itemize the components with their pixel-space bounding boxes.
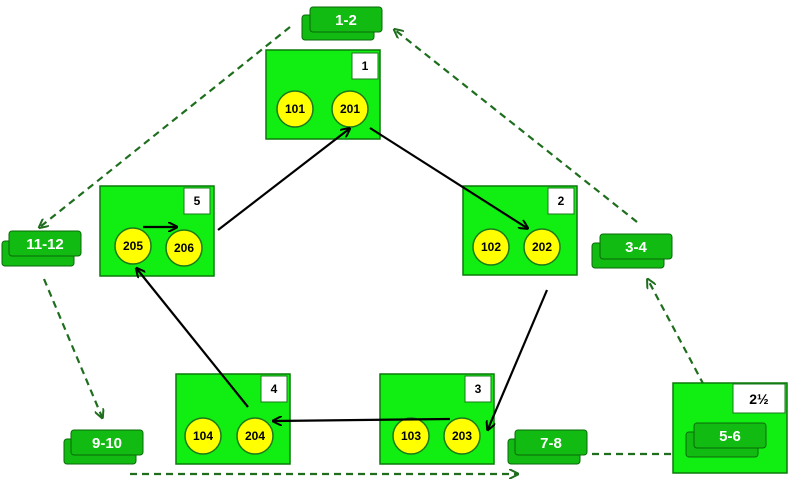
circle-204 (236, 417, 274, 455)
circle-104-label: 104 (193, 429, 213, 443)
dashed-arrow-3-4-to-1-2 (395, 30, 638, 223)
circle-103 (392, 417, 430, 455)
tag-9-10-label: 9-10 (92, 435, 122, 452)
circle-206 (165, 229, 203, 267)
dashed-arrow-1-2-to-11-12 (40, 26, 291, 227)
arrow-203-to-204 (274, 419, 451, 421)
tag-9-10: 9-10 (63, 429, 144, 465)
tag-5-6-label: 5-6 (719, 428, 741, 445)
circle-101 (276, 90, 314, 128)
circle-103-label: 103 (401, 429, 421, 443)
box-3-label: 3 (475, 382, 482, 396)
tag-1-2-label: 1-2 (335, 12, 357, 29)
circle-102-label: 102 (481, 240, 501, 254)
arrow-202-to-203 (488, 289, 549, 429)
circle-201-label: 201 (340, 102, 360, 116)
box-number-3 (464, 375, 492, 403)
tag-7-8: 7-8 (507, 429, 588, 465)
box-4-label: 4 (271, 382, 278, 396)
tag-5-6: 5-6 (685, 422, 767, 458)
arrow-204-to-205 (137, 269, 249, 408)
arrow-206-to-201 (217, 129, 349, 231)
box-2: 2 102 202 (462, 185, 578, 276)
tag-11-12: 11-12 (1, 230, 82, 267)
box-5: 5 205 206 (99, 185, 215, 277)
box-2-label: 2 (558, 194, 565, 208)
circle-203 (443, 417, 481, 455)
tag-7-8-label: 7-8 (540, 435, 562, 452)
box-number-4 (260, 375, 288, 403)
box-1-label: 1 (362, 59, 369, 73)
box-5-label: 5 (194, 194, 201, 208)
circle-205 (114, 227, 152, 265)
box-number-5 (183, 187, 211, 215)
circle-104 (184, 417, 222, 455)
circle-101-label: 101 (285, 102, 305, 116)
circle-202-label: 202 (532, 240, 552, 254)
tag-3-4-label: 3-4 (625, 239, 647, 256)
box-number-2-5 (732, 383, 786, 414)
box-number-2 (547, 187, 575, 215)
circle-203-label: 203 (452, 429, 472, 443)
tag-3-4: 3-4 (591, 233, 673, 269)
circle-202 (523, 228, 561, 266)
box-2-5-label: 2½ (749, 391, 769, 407)
circle-204-label: 204 (245, 429, 265, 443)
circle-206-label: 206 (174, 241, 194, 255)
dashed-arrow-11-12-to-9-10 (42, 278, 102, 417)
circle-205-label: 205 (123, 239, 143, 253)
arrow-201-to-202 (369, 127, 527, 228)
box-number-1 (351, 52, 379, 80)
box-1: 1 101 201 (265, 49, 381, 140)
tag-11-12-label: 11-12 (26, 236, 64, 253)
circle-102 (472, 228, 510, 266)
tag-1-2: 1-2 (301, 6, 383, 41)
